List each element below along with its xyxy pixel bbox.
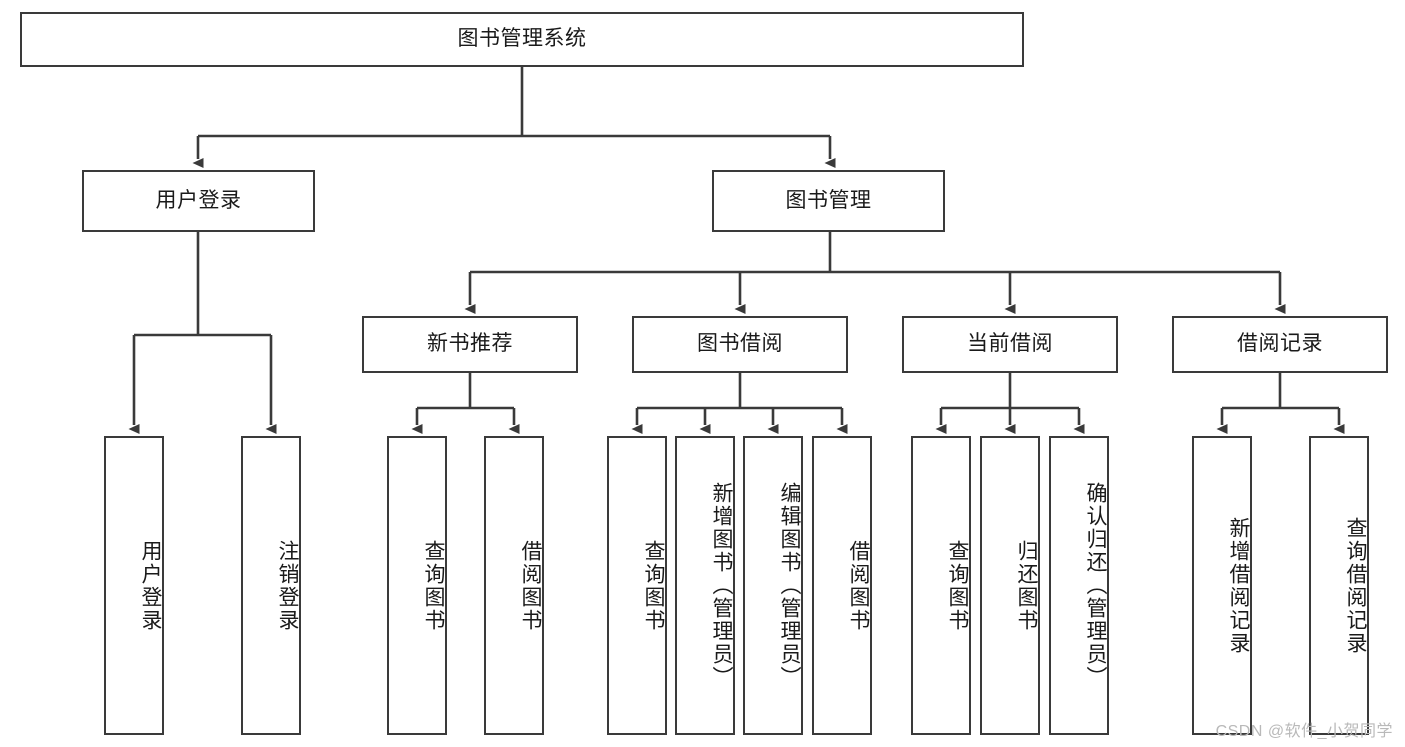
leaf-user-login[interactable]: 用户登录 (104, 436, 164, 735)
node-label: 用户登录 (139, 539, 162, 632)
node-label: 用户登录 (155, 188, 242, 212)
node-book-management[interactable]: 图书管理 (712, 170, 945, 232)
node-new-book-recommend[interactable]: 新书推荐 (362, 316, 578, 373)
leaf-borrow-borrow-book[interactable]: 借阅图书 (812, 436, 872, 735)
node-label: 注销登录 (276, 539, 299, 632)
node-label: 新增借阅记录 (1227, 516, 1250, 655)
node-label: 借阅图书 (519, 539, 542, 632)
node-label: 编辑图书（管理员） (778, 482, 801, 689)
node-label: 查询图书 (642, 539, 665, 632)
node-borrow-record[interactable]: 借阅记录 (1172, 316, 1388, 373)
leaf-record-add-borrow-record[interactable]: 新增借阅记录 (1192, 436, 1252, 735)
leaf-borrow-query-book[interactable]: 查询图书 (607, 436, 667, 735)
node-label: 查询图书 (946, 539, 969, 632)
node-label: 图书借阅 (697, 332, 783, 356)
node-label: 当前借阅 (967, 332, 1053, 356)
node-label: 借阅记录 (1237, 332, 1323, 356)
node-label: 新书推荐 (427, 332, 513, 356)
node-label: 查询图书 (422, 539, 445, 632)
node-label: 图书管理系统 (457, 27, 587, 51)
leaf-borrow-edit-book-admin[interactable]: 编辑图书（管理员） (743, 436, 803, 735)
watermark: CSDN @软件_小贺同学 (1215, 723, 1393, 740)
leaf-current-return-book[interactable]: 归还图书 (980, 436, 1040, 735)
leaf-record-query-borrow-record[interactable]: 查询借阅记录 (1309, 436, 1369, 735)
node-label: 归还图书 (1015, 539, 1038, 632)
leaf-recommend-borrow-book[interactable]: 借阅图书 (484, 436, 544, 735)
leaf-logout[interactable]: 注销登录 (241, 436, 301, 735)
leaf-borrow-add-book-admin[interactable]: 新增图书（管理员） (675, 436, 735, 735)
leaf-current-confirm-return-admin[interactable]: 确认归还（管理员） (1049, 436, 1109, 735)
node-label: 图书管理 (785, 188, 872, 212)
node-user-login[interactable]: 用户登录 (82, 170, 315, 232)
node-root-book-management-system[interactable]: 图书管理系统 (20, 12, 1024, 67)
node-label: 查询借阅记录 (1344, 516, 1367, 655)
node-book-borrow[interactable]: 图书借阅 (632, 316, 848, 373)
node-label: 确认归还（管理员） (1084, 482, 1107, 689)
node-label: 借阅图书 (847, 539, 870, 632)
leaf-current-query-book[interactable]: 查询图书 (911, 436, 971, 735)
leaf-recommend-query-book[interactable]: 查询图书 (387, 436, 447, 735)
node-current-borrow[interactable]: 当前借阅 (902, 316, 1118, 373)
node-label: 新增图书（管理员） (710, 482, 733, 689)
